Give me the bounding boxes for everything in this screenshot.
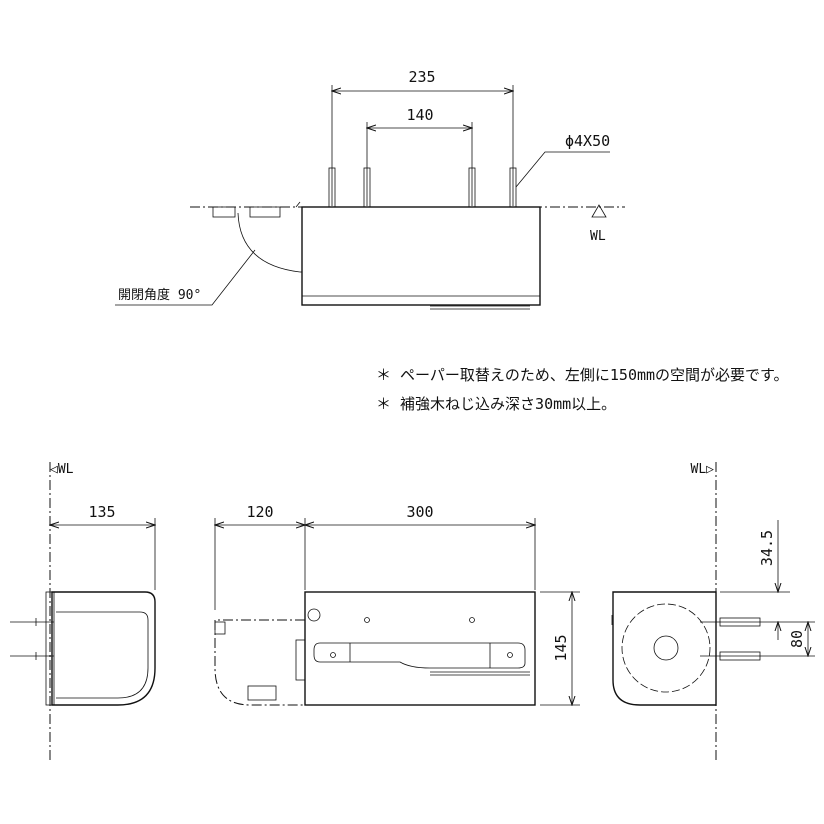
front-view: 120 300 145 [215, 503, 580, 705]
top-view: 235 140 ϕ4X50 WL [115, 68, 625, 310]
wall-triangle-icon [591, 204, 607, 218]
dim-34-5: 34.5 [758, 530, 776, 566]
wall-label-top: WL [590, 229, 606, 244]
right-view: WL▷ 34.5 80 [611, 462, 815, 760]
notes: ＊ ペーパー取替えのため、左側に150mmの空間が必要です。 ＊ 補強木ねじ込み… [376, 366, 789, 413]
note-1: ＊ ペーパー取替えのため、左側に150mmの空間が必要です。 [376, 366, 789, 384]
dim-80: 80 [788, 630, 806, 648]
open-angle-label: 開閉角度 90° [118, 287, 201, 303]
wall-label-right: WL▷ [691, 462, 715, 477]
dim-140: 140 [406, 106, 433, 124]
dim-120: 120 [246, 503, 273, 521]
dim-145: 145 [552, 634, 570, 661]
left-view: ◁WL 135 [10, 462, 155, 760]
screw-spec: ϕ4X50 [565, 132, 610, 150]
note-2: ＊ 補強木ねじ込み深さ30mm以上。 [376, 395, 616, 413]
dim-135: 135 [88, 503, 115, 521]
dim-300: 300 [406, 503, 433, 521]
dim-235: 235 [408, 68, 435, 86]
screws [328, 167, 517, 209]
wall-label-left: ◁WL [50, 462, 74, 477]
